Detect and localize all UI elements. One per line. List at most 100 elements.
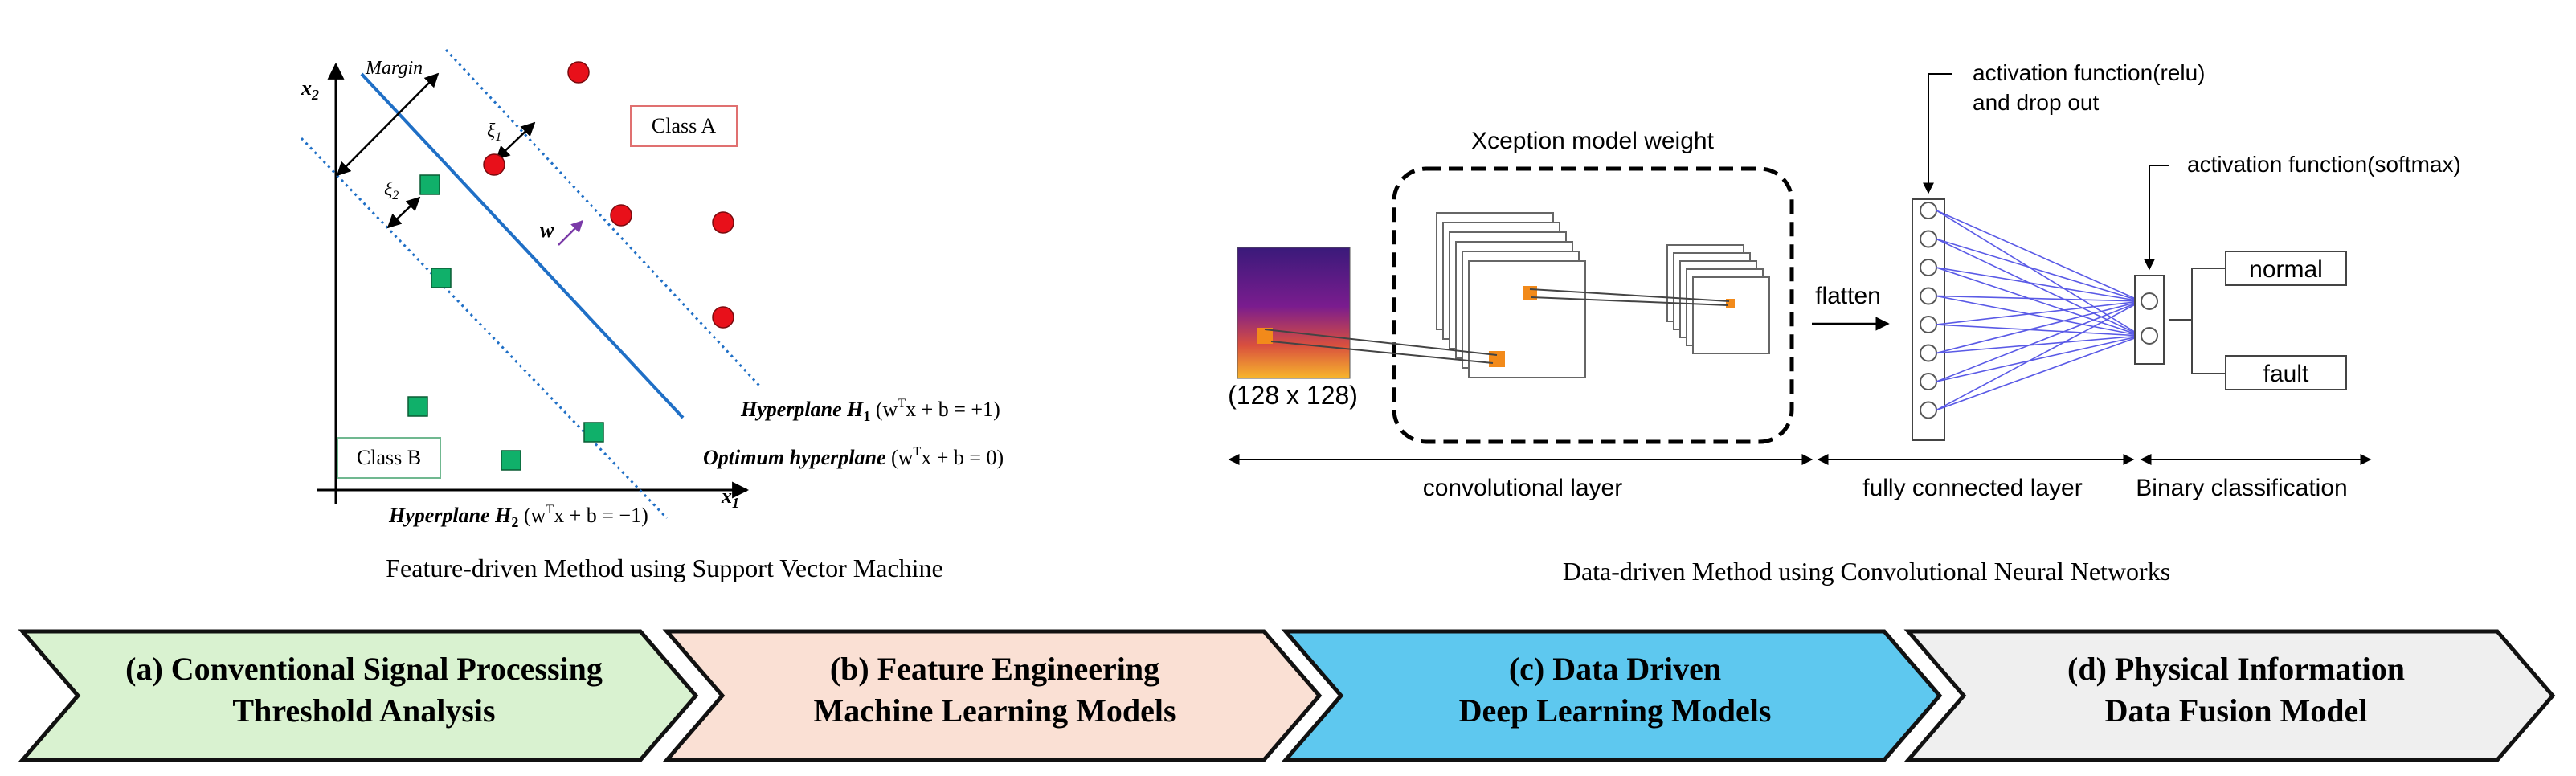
w-vector-arrow xyxy=(558,219,584,246)
stage-c-chevron xyxy=(1281,629,1943,762)
feature-map xyxy=(1692,276,1770,354)
fc-connection xyxy=(1936,324,2142,337)
fc-connection xyxy=(1936,295,2142,337)
h2-label: Hyperplane H2 (wTx + b = −1) xyxy=(388,503,648,530)
stage-c-line1: (c) Data Driven xyxy=(1509,651,1721,687)
relu-label-line1: activation function(relu) xyxy=(1973,60,2205,85)
class-b-point xyxy=(419,174,440,195)
fc-connection xyxy=(1936,335,2142,411)
x1-axis-label: x1 xyxy=(721,484,739,511)
feature-patch xyxy=(1726,299,1735,308)
margin-label: Margin xyxy=(365,58,423,79)
fc-connection xyxy=(1936,300,2142,382)
softmax-label: activation function(softmax) xyxy=(2187,152,2461,177)
stage-b-chevron xyxy=(662,629,1323,762)
class-a-label: Class A xyxy=(652,114,716,137)
input-patch xyxy=(1257,328,1273,344)
fc-connection xyxy=(1936,238,2142,302)
output-neuron xyxy=(2141,327,2158,345)
fc-neuron xyxy=(1920,287,1937,305)
x2-axis-label: x2 xyxy=(301,76,319,103)
class-a-point xyxy=(610,204,632,227)
h1-label: Hyperplane H1 (wTx + b = +1) xyxy=(740,397,1000,424)
stage-a-chevron xyxy=(18,629,699,762)
class-b-point xyxy=(501,450,521,471)
output-nodes xyxy=(2141,292,2158,345)
stage-b-line1: (b) Feature Engineering xyxy=(830,651,1159,687)
stage-a: (a) Conventional Signal Processing Thres… xyxy=(18,629,699,762)
svm-diagram: x2 x1 Margin ξ1 ξ2 w xyxy=(300,48,1004,582)
section-conv-label: convolutional layer xyxy=(1423,475,1622,501)
w-label: w xyxy=(540,219,554,242)
stage-a-line1: (a) Conventional Signal Processing xyxy=(125,651,603,687)
class-b-point xyxy=(431,268,452,288)
fc-connection xyxy=(1936,267,2142,337)
output-neuron xyxy=(2141,292,2158,310)
output-branches xyxy=(2169,268,2226,374)
section-fc-label: fully connected layer xyxy=(1862,475,2083,501)
feature-patch xyxy=(1523,286,1537,300)
class-b-box xyxy=(337,437,441,479)
hyperplane-h1 xyxy=(444,48,761,387)
stage-c: (c) Data Driven Deep Learning Models xyxy=(1281,629,1943,762)
fc-connection xyxy=(1936,335,2142,382)
stage-a-line2: Threshold Analysis xyxy=(232,692,495,729)
input-size-label: (128 x 128) xyxy=(1228,381,1358,410)
xi2-arrow xyxy=(386,196,421,229)
fc-connections xyxy=(1936,210,2142,411)
fc-neuron xyxy=(1920,202,1937,219)
class-a-point xyxy=(567,61,590,84)
section-binary-label: Binary classification xyxy=(2136,475,2347,501)
feature-map xyxy=(1468,260,1586,378)
class-b-point xyxy=(407,396,428,417)
feature-patch xyxy=(1489,351,1505,367)
output-layer-box xyxy=(2134,275,2165,365)
class-a-point xyxy=(483,153,505,176)
relu-label-line2: and drop out xyxy=(1973,90,2099,115)
fc-connection xyxy=(1936,300,2142,325)
fc-neuron xyxy=(1920,344,1937,362)
fc-neuron xyxy=(1920,316,1937,333)
margin-arrow xyxy=(336,72,440,177)
fc-neuron xyxy=(1920,401,1937,419)
class-b-points xyxy=(407,174,604,471)
output-normal-box xyxy=(2225,251,2347,286)
cnn-caption: Data-driven Method using Convolutional N… xyxy=(1563,557,2170,586)
xception-label: Xception model weight xyxy=(1471,128,1715,154)
cnn-diagram: (128 x 128) Xception model weight xyxy=(1228,60,2461,586)
class-a-point xyxy=(712,306,734,329)
svm-caption: Feature-driven Method using Support Vect… xyxy=(386,553,942,582)
stage-banner: (a) Conventional Signal Processing Thres… xyxy=(18,629,2556,762)
stage-d-chevron xyxy=(1903,629,2556,762)
output-fault-label: fault xyxy=(2263,361,2309,387)
fc-connection xyxy=(1936,210,2142,302)
optimum-hyperplane-label: Optimum hyperplane (wTx + b = 0) xyxy=(703,445,1004,469)
stage-c-line2: Deep Learning Models xyxy=(1459,692,1772,729)
fc-connection xyxy=(1936,335,2142,354)
class-a-box xyxy=(630,105,738,147)
class-b-point xyxy=(583,422,604,443)
xi1-label: ξ1 xyxy=(487,120,501,144)
output-normal-label: normal xyxy=(2249,256,2323,283)
feature-maps-large xyxy=(1436,212,1586,378)
xi1-arrow xyxy=(495,121,536,161)
fc-neuron xyxy=(1920,373,1937,390)
class-a-points xyxy=(483,61,734,329)
feature-maps-small xyxy=(1666,244,1770,354)
stage-d: (d) Physical Information Data Fusion Mod… xyxy=(1903,629,2556,762)
flatten-label: flatten xyxy=(1815,283,1881,309)
fc-connection xyxy=(1936,295,2142,302)
class-b-label: Class B xyxy=(357,446,421,469)
class-a-point xyxy=(712,211,734,234)
fc-connection xyxy=(1936,300,2142,354)
xception-box xyxy=(1392,166,1794,444)
output-fault-box xyxy=(2225,355,2347,390)
fc-connection xyxy=(1936,300,2142,411)
fc-neuron xyxy=(1920,230,1937,248)
fc-connection xyxy=(1936,267,2142,302)
stage-d-line1: (d) Physical Information xyxy=(2067,651,2405,687)
receptive-field-lines xyxy=(1264,288,1730,364)
fc-neuron xyxy=(1920,259,1937,276)
input-spectrogram xyxy=(1237,247,1351,379)
